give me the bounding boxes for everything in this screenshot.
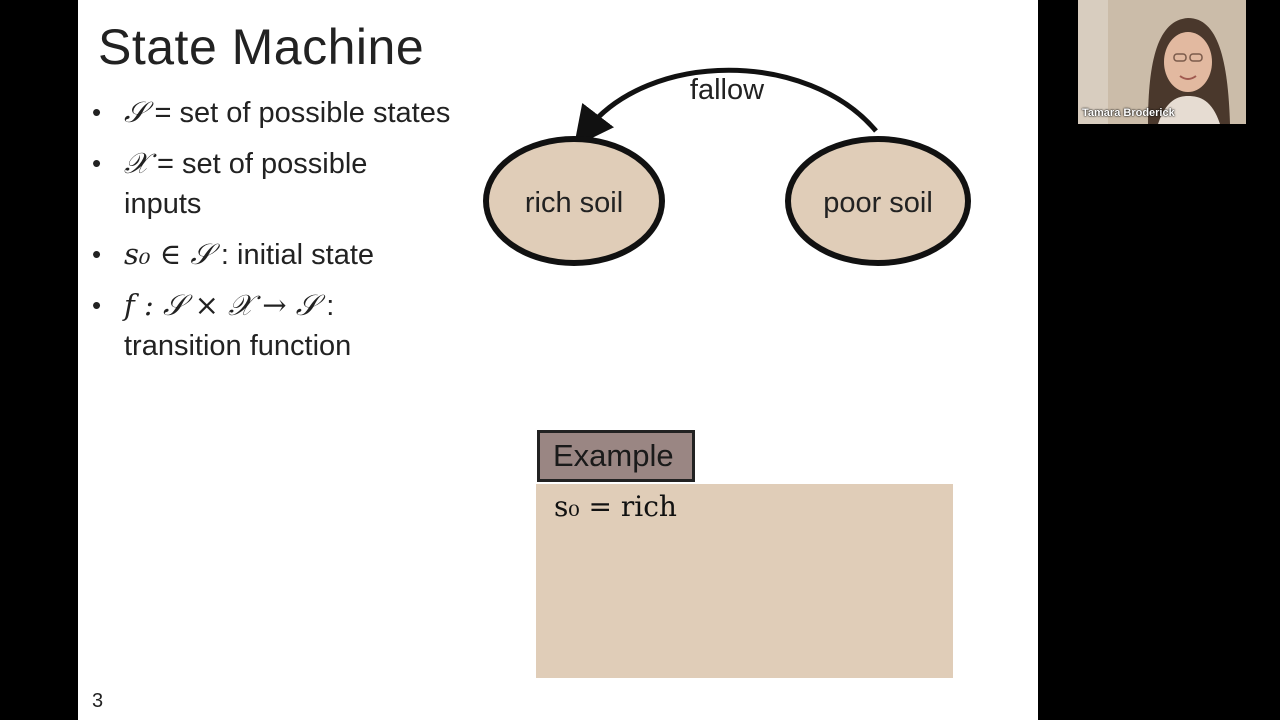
bullet-text: = set of possible states	[146, 97, 451, 129]
state-poor-soil-label: poor soil	[823, 187, 933, 219]
participant-video[interactable]: Tamara Broderick	[1078, 0, 1246, 124]
participant-avatar-icon	[1078, 0, 1246, 124]
state-diagram: fallow rich soil poor soil	[483, 67, 971, 266]
bullet-dot-icon: •	[92, 239, 102, 269]
state-poor-soil	[785, 136, 971, 266]
transition-arrow	[573, 67, 878, 147]
bullet-math: 𝒮	[124, 95, 147, 129]
bullet-math: f : 𝒮 × 𝒳 → 𝒮	[124, 288, 319, 322]
bullet-item: • f : 𝒮 × 𝒳 → 𝒮 : transition function	[92, 285, 452, 366]
bullet-dot-icon: •	[92, 290, 102, 320]
example-tab: Example	[537, 430, 695, 482]
bullet-item: • 𝒳 = set of possible inputs	[92, 143, 452, 224]
state-rich-soil-label: rich soil	[525, 187, 623, 219]
slide: State Machine • 𝒮 = set of possible stat…	[78, 0, 1038, 720]
bullet-dot-icon: •	[92, 97, 102, 127]
transition-label: fallow	[690, 74, 765, 106]
page-number: 3	[92, 690, 104, 712]
bullet-math: 𝒳	[124, 146, 149, 180]
bullet-dot-icon: •	[92, 148, 102, 178]
bullet-item: • s₀ ∈ 𝒮 : initial state	[92, 234, 452, 275]
bullet-item: • 𝒮 = set of possible states	[92, 92, 452, 133]
example-equation: s₀ = rich	[554, 490, 677, 523]
state-rich-soil	[483, 136, 665, 266]
participant-name: Tamara Broderick	[1082, 107, 1175, 119]
bullet-text: : transition function	[124, 290, 352, 362]
bullet-math: s₀ ∈ 𝒮	[124, 237, 213, 271]
slide-title: State Machine	[98, 19, 425, 75]
bullet-text: : initial state	[212, 239, 375, 271]
example-box: s₀ = rich	[536, 484, 953, 678]
bullet-text: = set of possible inputs	[124, 148, 368, 220]
bullet-list: • 𝒮 = set of possible states • 𝒳 = set o…	[92, 92, 452, 376]
